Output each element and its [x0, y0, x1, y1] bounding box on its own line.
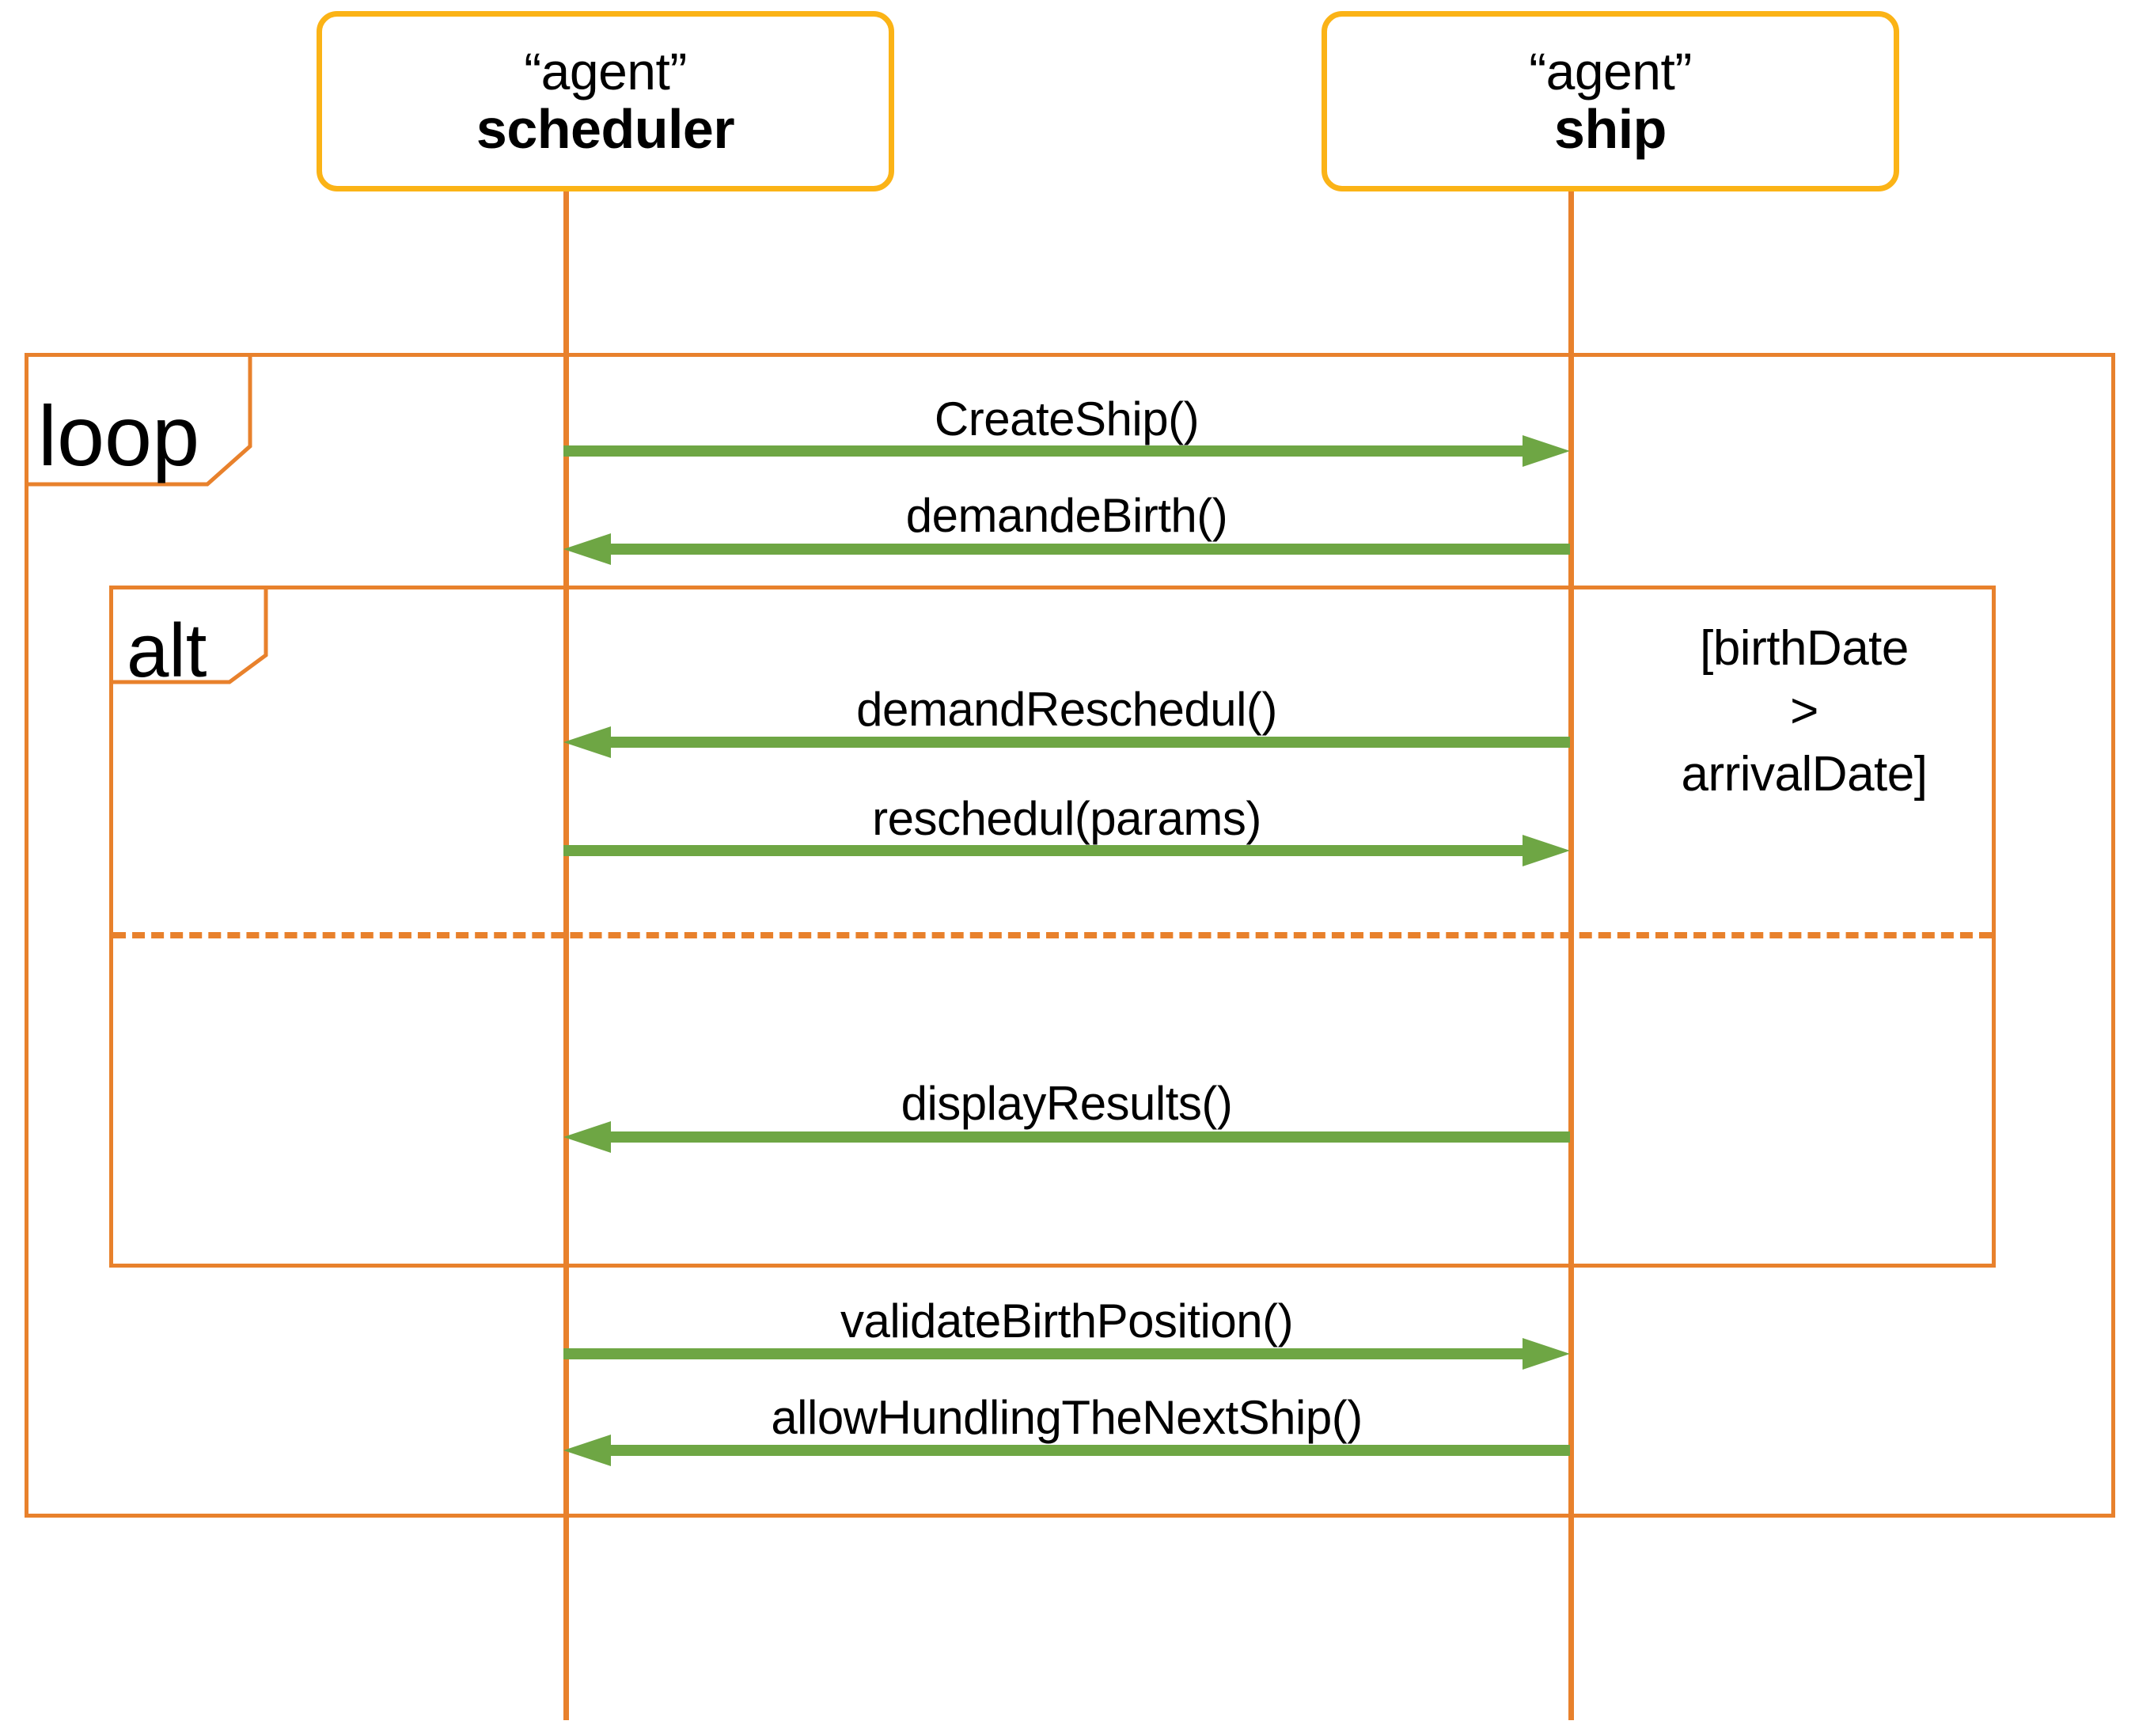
- message-arrow-right[interactable]: [563, 833, 1570, 868]
- message-arrow-left[interactable]: [563, 532, 1570, 567]
- message-label: CreateShip(): [934, 392, 1200, 445]
- fragment-loop: [25, 353, 2115, 1518]
- fragment-loop-tab: [25, 353, 279, 489]
- fragment-alt-divider: [113, 932, 1992, 938]
- participant-ship[interactable]: “agent” ship: [1322, 11, 1899, 191]
- fragment-alt-label: alt: [127, 608, 207, 693]
- message-arrow-right[interactable]: [563, 434, 1570, 468]
- message-arrow-right[interactable]: [563, 1336, 1570, 1371]
- message-label: displayResults(): [901, 1077, 1233, 1130]
- message-arrow-left[interactable]: [563, 725, 1570, 760]
- guard-line-2: >: [1790, 684, 1818, 739]
- fragment-alt-tab: [109, 586, 315, 688]
- fragment-alt: [109, 586, 1996, 1268]
- message-label: demandeBirth(): [905, 489, 1228, 542]
- message-label: validateBirthPosition(): [840, 1294, 1294, 1347]
- message-arrow-left[interactable]: [563, 1433, 1570, 1468]
- participant-stereotype: “agent”: [1529, 41, 1692, 100]
- participant-stereotype: “agent”: [524, 41, 687, 100]
- lifeline-ship: [1568, 184, 1574, 1720]
- message-label: allowHundlingTheNextShip(): [771, 1391, 1363, 1444]
- participant-name: ship: [1554, 97, 1667, 160]
- participant-scheduler[interactable]: “agent” scheduler: [317, 11, 894, 191]
- guard-line-1: [birthDate: [1700, 621, 1909, 676]
- message-arrow-left[interactable]: [563, 1120, 1570, 1154]
- guard-line-3: arrivalDate]: [1681, 746, 1928, 802]
- participant-name: scheduler: [476, 97, 735, 160]
- fragment-loop-label: loop: [38, 388, 200, 483]
- message-label: reschedul(params): [872, 792, 1261, 845]
- lifeline-scheduler: [563, 184, 569, 1720]
- guard-condition: [birthDate > arrivalDate]: [1630, 617, 1978, 805]
- message-label: demandReschedul(): [856, 683, 1277, 736]
